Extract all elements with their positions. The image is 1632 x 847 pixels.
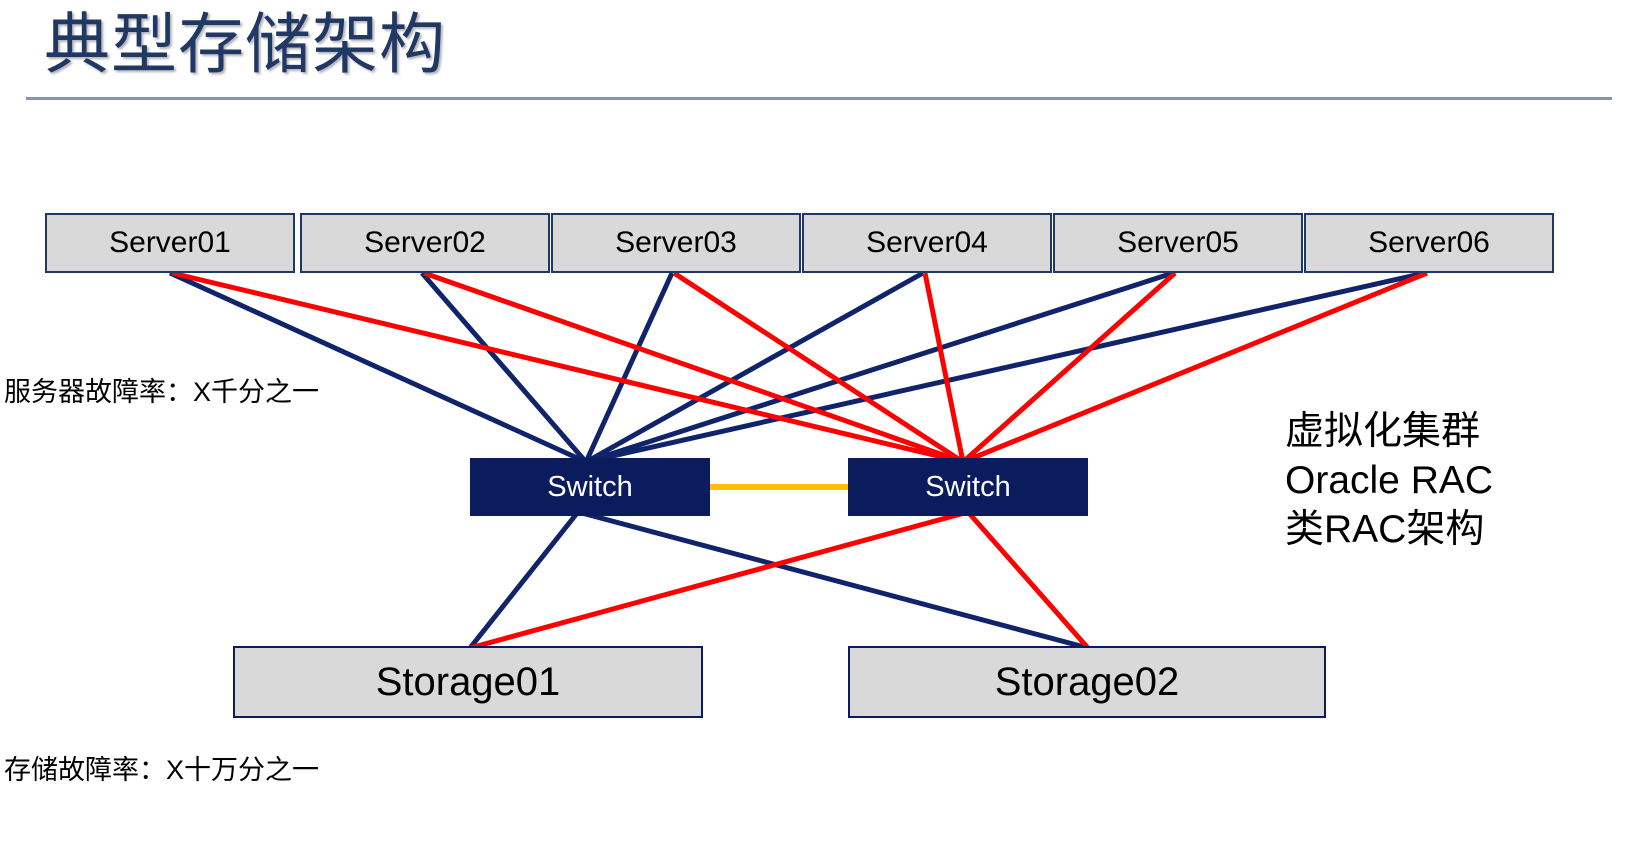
left-switch-to-storage-links xyxy=(468,509,1089,651)
node-server-04[interactable]: Server04 xyxy=(802,213,1052,273)
node-label: Server03 xyxy=(615,226,737,259)
title-divider xyxy=(26,97,1612,100)
storage-failure-rate-note: 存储故障率：X十万分之一 xyxy=(4,755,320,785)
right-switch-to-storage-links xyxy=(469,509,1090,651)
node-label: Server01 xyxy=(109,226,231,259)
node-label: Switch xyxy=(547,470,633,503)
node-label: Server05 xyxy=(1117,226,1239,259)
node-storage-02[interactable]: Storage02 xyxy=(848,646,1326,718)
cluster-note-line-1: 虚拟化集群 xyxy=(1285,410,1481,453)
node-storage-01[interactable]: Storage01 xyxy=(233,646,703,718)
node-label: Switch xyxy=(925,470,1011,503)
node-server-02[interactable]: Server02 xyxy=(300,213,550,273)
node-server-03[interactable]: Server03 xyxy=(551,213,801,273)
node-label: Server02 xyxy=(364,226,486,259)
node-server-06[interactable]: Server06 xyxy=(1304,213,1554,273)
node-server-01[interactable]: Server01 xyxy=(45,213,295,273)
cluster-architecture-note: 虚拟化集群 Oracle RAC 类RAC架构 xyxy=(1285,407,1493,554)
node-switch-right[interactable]: Switch xyxy=(848,458,1088,516)
node-server-05[interactable]: Server05 xyxy=(1053,213,1303,273)
server-to-right-switch-links xyxy=(171,270,1428,465)
node-label: Server04 xyxy=(866,226,988,259)
server-failure-rate-note: 服务器故障率：X千分之一 xyxy=(4,377,320,407)
node-label: Server06 xyxy=(1368,226,1490,259)
cluster-note-line-3: 类RAC架构 xyxy=(1285,508,1485,551)
node-switch-left[interactable]: Switch xyxy=(470,458,710,516)
cluster-note-line-2: Oracle RAC xyxy=(1285,459,1494,502)
node-label: Storage02 xyxy=(994,659,1180,704)
page-title: 典型存储架构 xyxy=(44,7,446,81)
node-label: Storage01 xyxy=(375,659,561,704)
server-to-left-switch-links xyxy=(168,270,1426,465)
